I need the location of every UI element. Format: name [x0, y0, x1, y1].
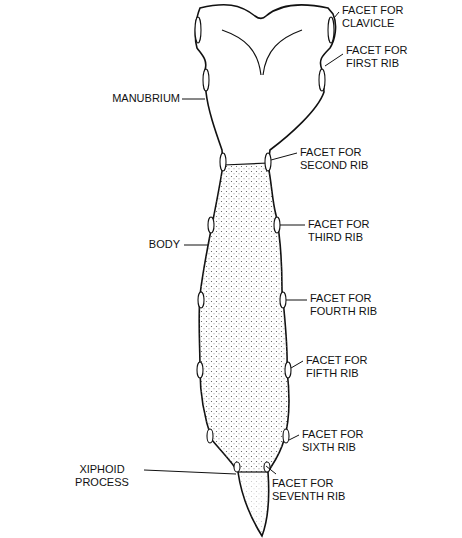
part-label: BODY	[140, 238, 180, 251]
part-label: FACET FOR FIFTH RIB	[306, 354, 386, 380]
part-label: FACET FOR SEVENTH RIB	[272, 477, 352, 503]
part-label: XIPHOID PROCESS	[62, 463, 142, 489]
part-label: FACET FOR FIRST RIB	[346, 44, 426, 70]
part-label: FACET FOR THIRD RIB	[308, 218, 388, 244]
part-label: FACET FOR SECOND RIB	[300, 146, 380, 172]
part-label: FACET FOR SIXTH RIB	[302, 428, 382, 454]
part-label: MANUBRIUM	[112, 92, 180, 105]
part-label: FACET FOR CLAVICLE	[342, 4, 422, 30]
part-label: FACET FOR FOURTH RIB	[310, 292, 390, 318]
